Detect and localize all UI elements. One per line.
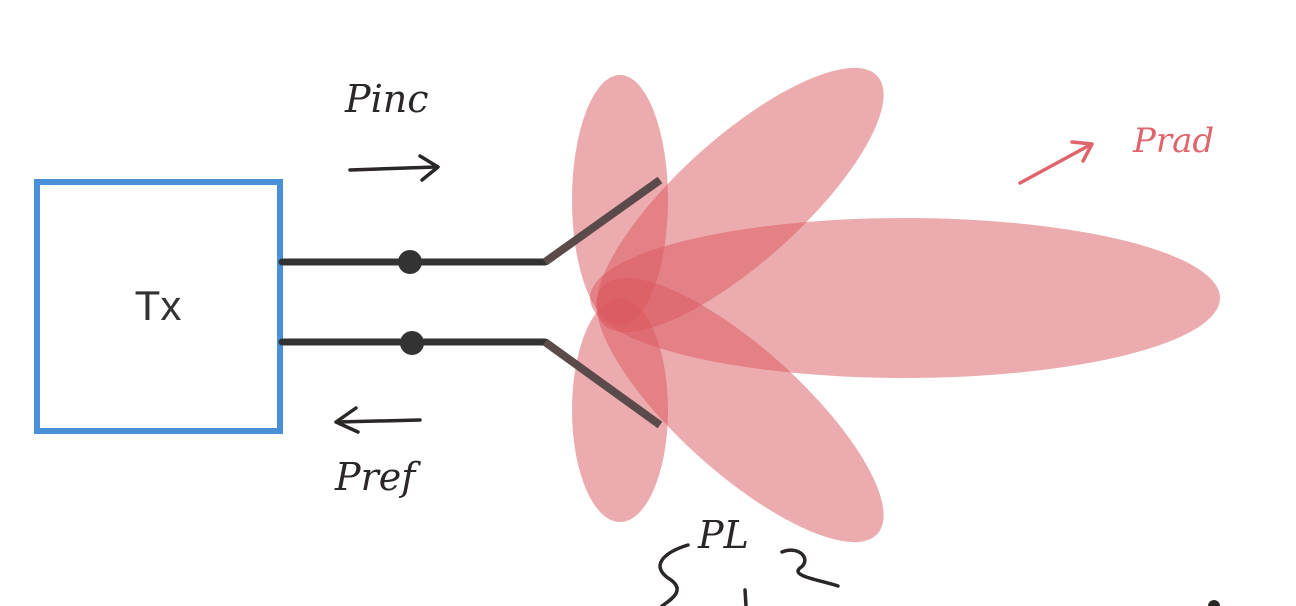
terminal-dot-top xyxy=(398,250,422,274)
reflected-power-label: Pref xyxy=(334,455,421,499)
arrow-up-right-icon xyxy=(1018,140,1094,185)
dipole-arm-bottom xyxy=(542,338,663,429)
transmitter-box xyxy=(34,179,283,434)
dipole-antenna xyxy=(542,176,663,429)
lobe-main xyxy=(590,218,1220,378)
transmission-line xyxy=(278,258,549,346)
squiggle-right-icon xyxy=(780,548,840,588)
radiation-pattern xyxy=(572,67,1220,543)
dipole-arm-top xyxy=(542,176,663,266)
transmitter-label: Tx xyxy=(135,282,182,329)
arrow-left-icon xyxy=(334,406,422,434)
loss-power-label: PL xyxy=(697,513,749,557)
squiggle-left-icon xyxy=(658,543,690,606)
loss-squiggles xyxy=(658,543,840,606)
radiated-power-label: Prad xyxy=(1132,121,1214,161)
incident-power-label: Pinc xyxy=(344,77,428,121)
arrow-right-icon xyxy=(348,154,440,182)
squiggle-bottom-icon xyxy=(743,588,748,606)
terminal-dot-bottom xyxy=(400,331,424,355)
edge-mark xyxy=(1208,600,1220,606)
